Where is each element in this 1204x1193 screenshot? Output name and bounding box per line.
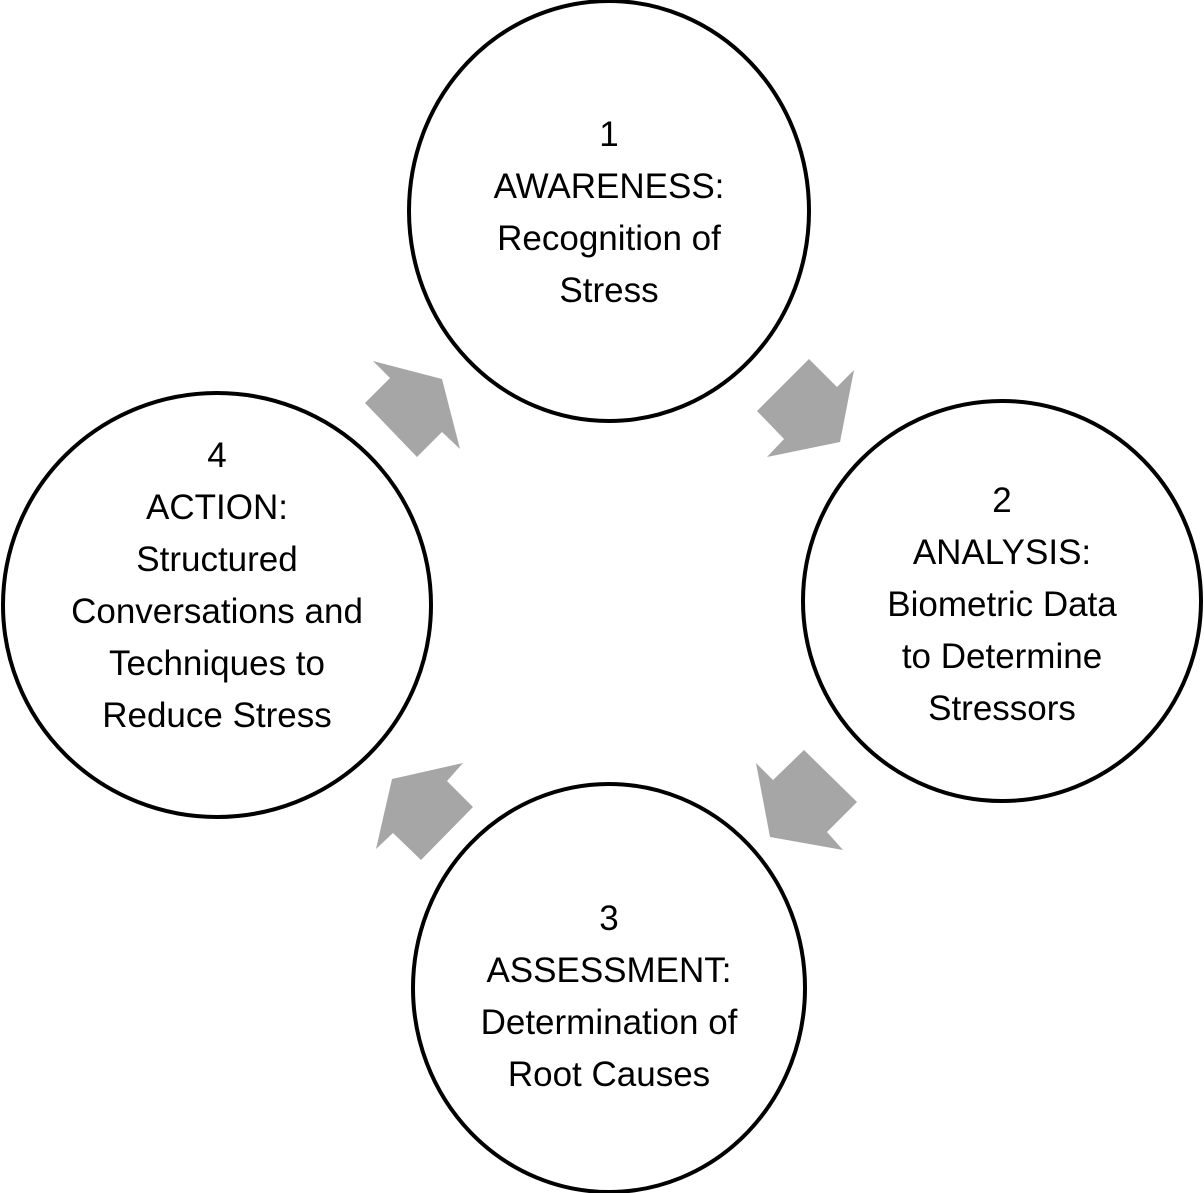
stage-3-circle: [411, 782, 807, 1193]
stage-2-number: 2: [992, 481, 1011, 520]
arrow-1-to-2: [757, 359, 854, 457]
stage-2-title: ANALYSIS:: [913, 533, 1091, 572]
stage-1-title: AWARENESS:: [494, 167, 725, 206]
stage-2-line: Stressors: [928, 689, 1076, 728]
stage-2-line: Biometric Data: [887, 585, 1117, 624]
stage-2-line: to Determine: [902, 637, 1102, 676]
stage-4-line: Conversations and: [71, 592, 363, 631]
stage-1-label: 1 AWARENESS: Recognition of Stress: [494, 115, 725, 310]
stage-1-circle: [407, 0, 811, 423]
stage-4-circle: [1, 391, 433, 819]
stage-3-line: Root Causes: [508, 1055, 710, 1094]
stage-4-line: Techniques to: [109, 644, 325, 683]
stage-4-label: 4 ACTION: Structured Conversations and T…: [71, 436, 363, 735]
arrow-2-to-3: [756, 750, 857, 850]
stage-1-line: Stress: [559, 271, 658, 310]
stage-3-line: Determination of: [481, 1003, 738, 1042]
stage-2-label: 2 ANALYSIS: Biometric Data to Determine …: [887, 481, 1117, 728]
arrow-4-to-1: [365, 361, 460, 457]
stage-3-label: 3 ASSESSMENT: Determination of Root Caus…: [481, 899, 738, 1094]
stage-4-line: Reduce Stress: [102, 696, 332, 735]
stage-3-number: 3: [599, 899, 618, 938]
stage-3-title: ASSESSMENT:: [486, 951, 731, 990]
stage-1-number: 1: [599, 115, 618, 154]
arrow-3-to-4: [376, 763, 473, 860]
stage-4-number: 4: [207, 436, 226, 475]
stage-4-line: Structured: [136, 540, 297, 579]
stage-1-line: Recognition of: [497, 219, 721, 258]
stage-4-title: ACTION:: [146, 488, 288, 527]
stage-2-circle: [801, 399, 1203, 803]
